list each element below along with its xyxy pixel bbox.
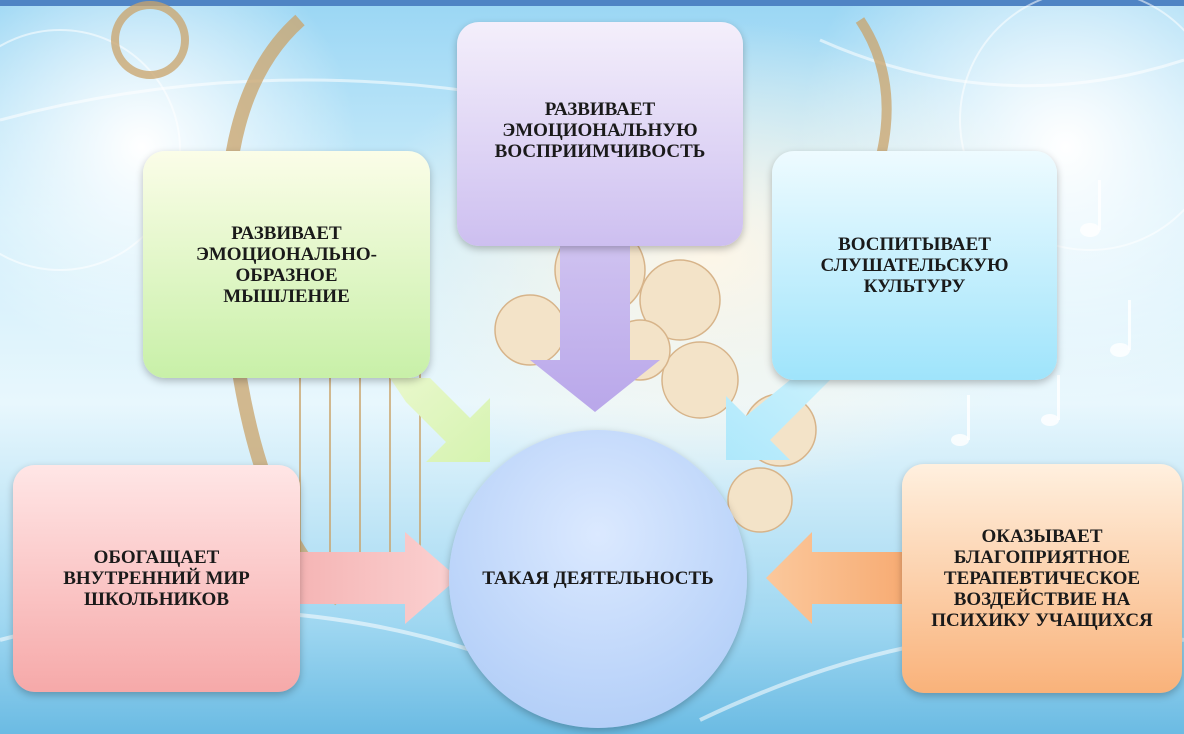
center-circle: ТАКАЯ ДЕЯТЕЛЬНОСТЬ bbox=[449, 430, 747, 728]
box-line: ТЕРАПЕВТИЧЕСКОЕ bbox=[943, 568, 1141, 589]
box-line: КУЛЬТУРУ bbox=[863, 276, 966, 297]
arrow-bottom-left bbox=[300, 532, 458, 624]
box-line: ОБРАЗНОЕ bbox=[235, 264, 338, 286]
box-line: ШКОЛЬНИКОВ bbox=[83, 589, 230, 610]
arrow-left bbox=[390, 378, 490, 462]
box-line: ВОЗДЕЙСТВИЕ НА bbox=[953, 589, 1131, 610]
box-line: БЛАГОПРИЯТНОЕ bbox=[953, 547, 1131, 568]
box-line: ПСИХИКУ УЧАЩИХСЯ bbox=[931, 610, 1153, 631]
box-line: ОБОГАЩАЕТ bbox=[93, 547, 220, 568]
box-emotional-receptivity: РАЗВИВАЕТ ЭМОЦИОНАЛЬНУЮ ВОСПРИИМЧИВОСТЬ bbox=[457, 22, 743, 246]
box-therapeutic-effect: ОКАЗЫВАЕТ БЛАГОПРИЯТНОЕ ТЕРАПЕВТИЧЕСКОЕ … bbox=[902, 464, 1182, 693]
box-line: ВНУТРЕННИЙ МИР bbox=[63, 568, 250, 589]
box-listening-culture: ВОСПИТЫВАЕТ СЛУШАТЕЛЬСКУЮ КУЛЬТУРУ bbox=[772, 151, 1057, 380]
box-line: СЛУШАТЕЛЬСКУЮ bbox=[820, 255, 1009, 276]
arrow-right bbox=[726, 380, 830, 460]
box-line: МЫШЛЕНИЕ bbox=[223, 285, 350, 307]
box-line: ВОСПИТЫВАЕТ bbox=[838, 234, 991, 255]
box-line: ЭМОЦИОНАЛЬНО- bbox=[195, 243, 378, 265]
box-line: РАЗВИВАЕТ bbox=[231, 222, 342, 244]
top-bar bbox=[0, 0, 1184, 6]
box-line: ОКАЗЫВАЕТ bbox=[981, 526, 1103, 547]
music-notes bbox=[951, 180, 1131, 446]
arrow-top bbox=[530, 246, 660, 412]
center-label: ТАКАЯ ДЕЯТЕЛЬНОСТЬ bbox=[482, 568, 714, 589]
arrow-bottom-right bbox=[766, 532, 902, 624]
box-emotional-thinking: РАЗВИВАЕТ ЭМОЦИОНАЛЬНО- ОБРАЗНОЕ МЫШЛЕНИ… bbox=[143, 151, 430, 378]
box-inner-world: ОБОГАЩАЕТ ВНУТРЕННИЙ МИР ШКОЛЬНИКОВ bbox=[13, 465, 300, 692]
box-line: ВОСПРИИМЧИВОСТЬ bbox=[494, 141, 706, 162]
box-line: РАЗВИВАЕТ bbox=[544, 99, 656, 120]
box-line: ЭМОЦИОНАЛЬНУЮ bbox=[502, 120, 698, 141]
